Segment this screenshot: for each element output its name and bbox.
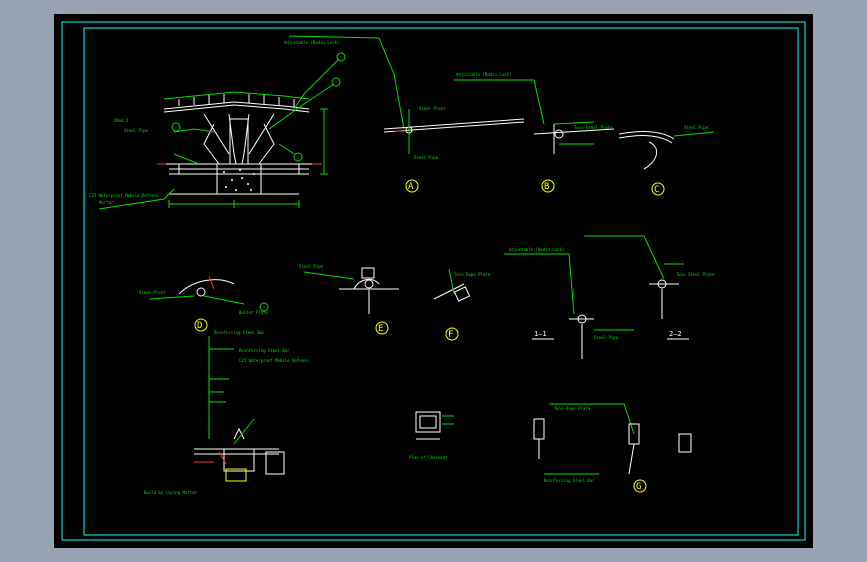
- detail-g-marker: [633, 479, 647, 493]
- detail-d-ref-circle: [259, 302, 269, 312]
- section-drawings: [504, 235, 684, 359]
- main-canopy-elevation: [98, 52, 346, 210]
- detail-e-marker: [375, 321, 389, 335]
- label-e: Steel Pipe: [299, 264, 324, 269]
- plan-of-checkout-drawing: [415, 411, 454, 440]
- detail-d-marker: [194, 318, 208, 332]
- label-waterproof: C25 Waterproof Mobile Defense: [89, 193, 159, 198]
- label-foundation-3: C25 Waterproof Mobile Defense: [239, 358, 309, 363]
- detail-b-label: B: [544, 182, 549, 192]
- label-canopy-arm: 40x4.5: [114, 118, 129, 123]
- detail-b-marker: [541, 179, 555, 193]
- section-2-2-label: 2—2: [669, 330, 682, 338]
- label-b-twin-plate: Twin Steel Plate: [574, 125, 613, 130]
- label-plan-checkout: Plan of Checkout: [409, 455, 448, 460]
- detail-g-drawing: [533, 403, 692, 475]
- label-steel-pipe-left: Steel Pipe: [124, 128, 149, 133]
- label-mortar: Mortar: [99, 200, 114, 205]
- label-a-pipe: Steel Pipe: [414, 155, 439, 160]
- label-d-left: Steel Plate: [139, 290, 166, 295]
- detail-c-drawing: [618, 131, 715, 170]
- label-foundation-1: Reinforcing Steel Bar: [214, 330, 265, 335]
- detail-g-label: G: [636, 482, 641, 492]
- detail-e-label: E: [378, 324, 383, 334]
- label-d-right: Bullet Plate: [239, 310, 268, 315]
- inner-border: [83, 27, 799, 536]
- label-f: Twin Rope Plate: [454, 272, 491, 277]
- detail-b-drawing: [454, 79, 615, 154]
- detail-d-drawing: [148, 275, 245, 305]
- label-foundation-2: Reinforcing Steel Bar: [239, 348, 290, 353]
- label-g-reinforcing: Reinforcing Steel Bar: [544, 478, 595, 483]
- detail-f-marker: [445, 327, 459, 341]
- section-1-1-label: 1—1: [534, 330, 547, 338]
- cad-drawing: 40x4.5 Steel Pipe Adjustable (Radio Lock…: [61, 21, 806, 541]
- label-foundation-mortar: Build by Laying Mortar: [144, 490, 198, 495]
- detail-e-drawing: [303, 267, 399, 314]
- label-section-radio-lock: Adjustable (Radio Lock): [509, 247, 564, 252]
- label-b-radio-lock: Adjustable (Radio Lock): [456, 72, 511, 77]
- detail-c-label: C: [654, 185, 659, 195]
- detail-d-label: D: [197, 321, 202, 331]
- label-radio-lock-top: Adjustable (Radio Lock): [284, 40, 339, 45]
- label-section-pipe: Steel Pipe: [594, 335, 619, 340]
- outer-border: [61, 21, 806, 541]
- label-section-plate: Twin Steel Plate: [676, 272, 715, 277]
- cad-drawing-viewport[interactable]: 40x4.5 Steel Pipe Adjustable (Radio Lock…: [54, 14, 813, 548]
- foundation-detail: [194, 336, 285, 482]
- detail-f-label: F: [448, 330, 453, 340]
- detail-a-marker: [405, 179, 419, 193]
- label-g-twin-plate: Twin Rope Plate: [554, 406, 591, 411]
- detail-f-drawing: [433, 268, 471, 302]
- detail-a-label: A: [408, 182, 414, 192]
- detail-c-marker: [651, 182, 665, 196]
- label-a-steel-plate: Steel Plate: [419, 106, 446, 111]
- label-c-pipe: Steel Pipe: [684, 125, 709, 130]
- detail-a-drawing: [288, 35, 525, 154]
